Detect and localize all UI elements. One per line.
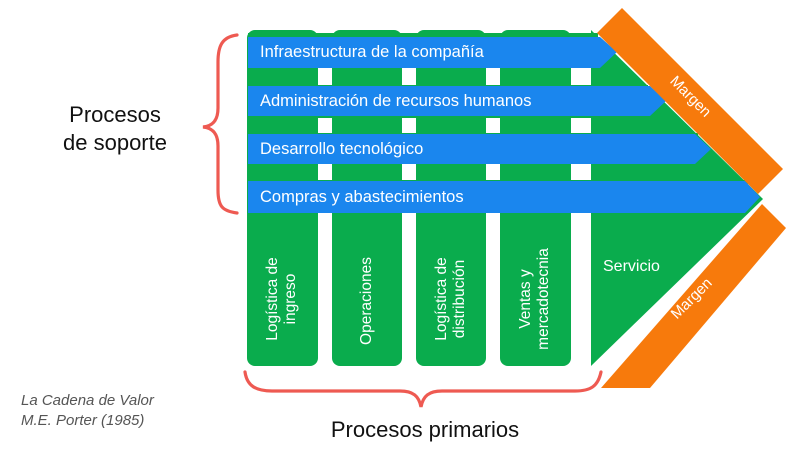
support-item-infraestructura: Infraestructura de la compañía [260,43,484,61]
support-item-recursos-humanos: Administración de recursos humanos [260,92,532,110]
support-item-compras: Compras y abastecimientos [260,188,464,206]
credit-line1: La Cadena de Valor [21,392,154,409]
arrow-recursos-humanos [248,86,666,116]
margin-band-bottom [601,204,786,388]
support-arrows [248,37,760,213]
support-label-line1: Procesos [69,102,161,127]
support-brace [202,33,239,215]
column-3-line2: distribución [451,259,468,339]
primary-processes-label: Procesos primarios [330,417,520,442]
support-label-line2: de soporte [63,130,167,155]
credit-line2: M.E. Porter (1985) [21,412,145,429]
column-1-line1: Logística de [264,257,281,341]
margin-band-top [597,8,783,194]
column-2-line1: Operaciones [358,257,375,345]
column-3-line1: Logística de [433,257,450,341]
arrow-desarrollo [248,134,711,164]
service-label: Servicio [603,258,660,275]
arrow-compras [248,181,760,213]
column-4-line1: Ventas y [517,269,534,329]
column-4-line2: mercadotecnia [535,248,552,350]
credit: La Cadena de Valor M.E. Porter (1985) [21,391,154,431]
support-item-desarrollo: Desarrollo tecnológico [260,140,424,158]
primary-brace [243,370,603,408]
arrow-infraestructura [248,37,617,68]
support-processes-label: Procesos de soporte [40,101,190,157]
column-1-line2: ingreso [282,273,299,325]
